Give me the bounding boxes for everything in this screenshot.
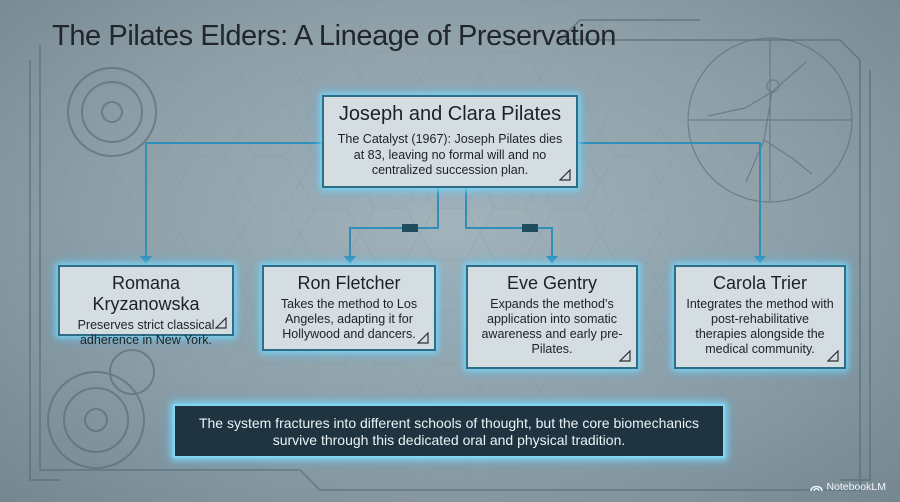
root-card: Joseph and Clara Pilates The Catalyst (1…: [322, 95, 578, 188]
elder-card-romana: Romana Kryzanowska Preserves strict clas…: [58, 265, 234, 347]
elder-name: Carola Trier: [712, 273, 808, 293]
elder-card-eve: Eve Gentry Expands the method’s applicat…: [466, 265, 638, 369]
corner-triangle-icon: [827, 350, 839, 362]
dancer-figure-icon: [687, 37, 853, 203]
elder-name: Ron Fletcher: [297, 273, 401, 293]
corner-triangle-icon: [215, 317, 227, 329]
root-description: The Catalyst (1967): Joseph Pilates dies…: [337, 132, 563, 177]
arrowhead-carola: [754, 256, 766, 264]
elder-description: Expands the method’s application into so…: [481, 297, 623, 356]
elder-name: Eve Gentry: [506, 273, 598, 293]
elder-card-carola: Carola Trier Integrates the method with …: [674, 265, 846, 369]
corner-triangle-icon: [559, 169, 571, 181]
elder-card-ron: Ron Fletcher Takes the method to Los Ang…: [262, 265, 436, 351]
gear-icon: [47, 67, 157, 469]
arrowhead-eve: [546, 256, 558, 264]
elder-description: Takes the method to Los Angeles, adaptin…: [280, 297, 418, 341]
elder-description: Integrates the method with post-rehabili…: [686, 297, 834, 356]
connector-resistors: [402, 224, 538, 232]
corner-triangle-icon: [619, 350, 631, 362]
connector-lines: [145, 142, 761, 258]
root-name: Joseph and Clara Pilates: [338, 103, 562, 125]
elder-name: Romana Kryzanowska: [92, 273, 200, 314]
brand-badge: NotebookLM: [810, 481, 886, 493]
arrowhead-romana: [140, 256, 152, 264]
page-title: The Pilates Elders: A Lineage of Preserv…: [52, 20, 616, 52]
arrowhead-ron: [344, 256, 356, 264]
brand-label: NotebookLM: [826, 481, 886, 493]
corner-triangle-icon: [417, 332, 429, 344]
elder-description: Preserves strict classical adherence in …: [77, 318, 215, 347]
connector-arrowheads: [140, 256, 766, 264]
footer-note: The system fractures into different scho…: [173, 404, 725, 458]
notebooklm-logo-icon: [810, 485, 824, 492]
circuit-frame: [29, 19, 871, 491]
